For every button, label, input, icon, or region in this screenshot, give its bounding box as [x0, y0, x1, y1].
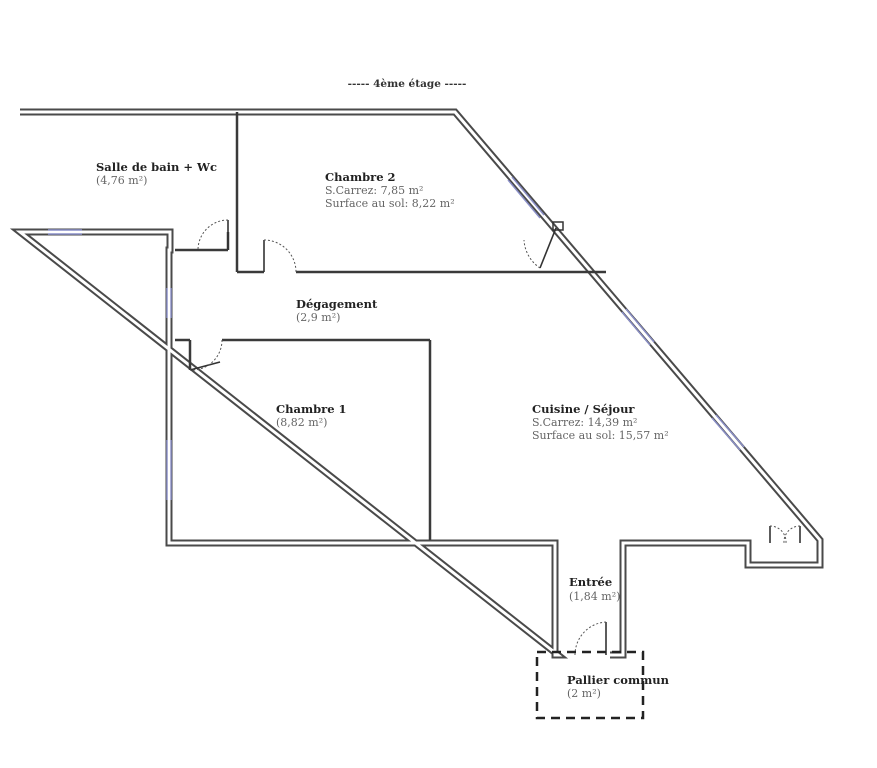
room-name: Chambre 2 — [325, 170, 396, 184]
room-sdb: Salle de bain + Wc (4,76 m²) — [96, 160, 217, 187]
room-carrez: S.Carrez: 14,39 m² — [532, 416, 637, 429]
door-cuisine-balcony — [769, 525, 801, 544]
door-sdb — [197, 219, 229, 251]
room-area: (2,9 m²) — [296, 311, 340, 324]
room-area: (2 m²) — [567, 687, 601, 700]
windows — [48, 176, 745, 500]
room-name: Salle de bain + Wc — [96, 160, 217, 174]
room-name: Entrée — [569, 575, 612, 589]
room-name: Dégagement — [296, 297, 378, 311]
doors — [189, 219, 801, 656]
room-area: (1,84 m²) — [569, 590, 620, 603]
outer-wall — [9, 108, 824, 659]
room-carrez: S.Carrez: 7,85 m² — [325, 184, 423, 197]
door-chambre2-balcony — [523, 221, 564, 269]
room-pallier: Pallier commun (2 m²) — [567, 673, 670, 700]
room-chambre2: Chambre 2 S.Carrez: 7,85 m² Surface au s… — [325, 170, 455, 210]
landing-outline — [535, 650, 645, 720]
room-name: Pallier commun — [567, 673, 670, 687]
door-entree — [574, 621, 607, 656]
door-chambre2 — [263, 239, 297, 273]
room-area: (8,82 m²) — [276, 416, 327, 429]
room-name: Chambre 1 — [276, 402, 347, 416]
room-entree: Entrée (1,84 m²) — [569, 575, 620, 603]
room-surface-sol: Surface au sol: 8,22 m² — [325, 197, 455, 210]
room-degagement: Dégagement (2,9 m²) — [296, 297, 378, 324]
room-surface-sol: Surface au sol: 15,57 m² — [532, 429, 669, 442]
room-area: (4,76 m²) — [96, 174, 147, 187]
room-chambre1: Chambre 1 (8,82 m²) — [276, 402, 347, 429]
floor-title: ----- 4ème étage ----- — [348, 78, 467, 90]
door-chambre1 — [189, 339, 223, 371]
room-name: Cuisine / Séjour — [532, 402, 635, 416]
room-cuisine: Cuisine / Séjour S.Carrez: 14,39 m² Surf… — [532, 402, 669, 442]
